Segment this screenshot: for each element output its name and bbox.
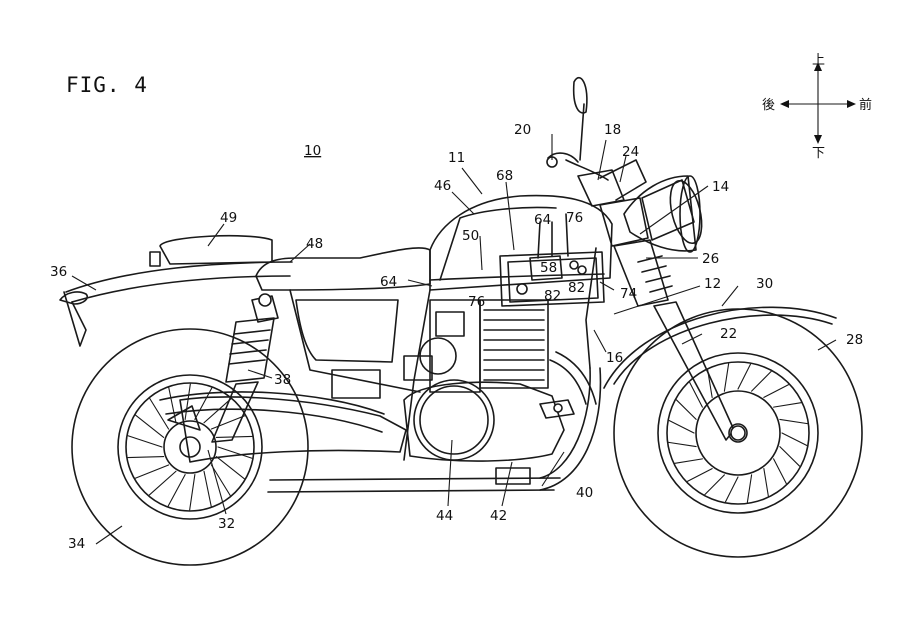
wheel-spoke bbox=[167, 474, 186, 507]
wheel-spoke bbox=[210, 464, 231, 497]
ref-numeral: 16 bbox=[606, 350, 623, 366]
wheel-spoke bbox=[746, 474, 753, 503]
wheel-spoke bbox=[751, 370, 772, 392]
wheel-spoke bbox=[184, 383, 191, 420]
orientation-compass: 上 下 後 前 bbox=[762, 53, 872, 161]
wheel-spoke bbox=[210, 415, 246, 430]
ref-numeral: 64 bbox=[534, 212, 551, 228]
wheel-spoke bbox=[148, 470, 177, 496]
wheel-spoke bbox=[686, 468, 713, 482]
wheel-spoke bbox=[127, 456, 165, 459]
electrical-box bbox=[499, 213, 605, 307]
ref-numeral: 28 bbox=[846, 332, 863, 348]
direction-front-label: 前 bbox=[859, 97, 872, 113]
main-reference-numeral: 10 bbox=[304, 143, 321, 159]
exhaust bbox=[159, 391, 385, 433]
wheel-spoke bbox=[217, 446, 253, 459]
rear-body bbox=[59, 234, 431, 347]
ref-numeral: 24 bbox=[622, 144, 639, 160]
ref-numeral: 36 bbox=[50, 264, 67, 280]
wheel-spoke bbox=[763, 384, 790, 398]
wheel-spoke bbox=[675, 399, 697, 420]
ref-numeral: 42 bbox=[490, 508, 507, 524]
ref-numeral: 50 bbox=[462, 228, 479, 244]
ref-numeral: 82 bbox=[568, 280, 585, 296]
fuel-tank bbox=[429, 194, 613, 291]
wheel-spoke bbox=[215, 456, 245, 480]
wheel-spoke bbox=[668, 419, 695, 434]
wheel-spoke bbox=[724, 476, 739, 503]
wheel-spoke bbox=[135, 414, 165, 438]
wheel-spoke bbox=[668, 441, 697, 448]
reference-numerals: 11 12 14 16 18 20 22 24 26 28 30 32 34 3… bbox=[50, 122, 863, 552]
wheel-spoke bbox=[779, 418, 808, 425]
wheel-spoke bbox=[127, 435, 163, 448]
wheel-spoke bbox=[704, 474, 725, 496]
direction-up-label: 上 bbox=[812, 53, 825, 68]
ref-numeral: 44 bbox=[436, 508, 453, 524]
ref-numeral: 34 bbox=[68, 536, 85, 552]
ref-numeral: 32 bbox=[218, 516, 235, 532]
wheel-spoke bbox=[781, 432, 808, 447]
ref-numeral: 76 bbox=[468, 294, 485, 310]
ref-numeral: 68 bbox=[496, 168, 513, 184]
wheel-spoke bbox=[189, 474, 196, 511]
wheel-spoke bbox=[773, 458, 787, 485]
wheel-spoke bbox=[723, 363, 730, 392]
ref-numeral: 14 bbox=[712, 179, 729, 195]
wheel-spoke bbox=[203, 398, 232, 424]
ref-numeral: 82 bbox=[544, 288, 561, 304]
wheel-spoke bbox=[203, 470, 212, 507]
wheel-spoke bbox=[737, 363, 752, 390]
rear-wheel bbox=[71, 328, 309, 566]
headlight bbox=[623, 175, 701, 253]
ref-numeral: 30 bbox=[756, 276, 773, 292]
ref-numeral: 46 bbox=[434, 178, 451, 194]
ref-numeral: 38 bbox=[274, 372, 291, 388]
ref-numeral: 76 bbox=[566, 210, 583, 226]
ref-numeral: 22 bbox=[720, 326, 737, 342]
wheel-spoke bbox=[763, 468, 769, 497]
ref-numeral: 49 bbox=[220, 210, 237, 226]
direction-rear-label: 後 bbox=[762, 98, 775, 113]
ref-numeral: 11 bbox=[448, 150, 465, 166]
wheel-spoke bbox=[779, 446, 801, 467]
ref-numeral: 26 bbox=[702, 251, 719, 267]
front-wheel bbox=[603, 306, 863, 558]
front-fork bbox=[546, 76, 746, 441]
wheel-spoke bbox=[149, 397, 170, 430]
direction-down-label: 下 bbox=[812, 146, 825, 161]
ref-numeral: 58 bbox=[540, 260, 557, 276]
ref-numeral: 48 bbox=[306, 236, 323, 252]
engine bbox=[403, 299, 597, 485]
ref-numeral: 18 bbox=[604, 122, 621, 138]
wheel-spoke bbox=[134, 464, 170, 479]
ref-numeral: 40 bbox=[576, 485, 593, 501]
wheel-spoke bbox=[689, 381, 703, 408]
wheel-spoke bbox=[773, 402, 802, 408]
ref-numeral: 74 bbox=[620, 286, 637, 302]
leader-lines bbox=[71, 134, 837, 545]
ref-numeral: 64 bbox=[380, 274, 397, 290]
wheel-spoke bbox=[674, 458, 703, 464]
figure-title: FIG. 4 bbox=[66, 73, 148, 97]
ref-numeral: 12 bbox=[704, 276, 721, 292]
ref-numeral: 20 bbox=[514, 122, 531, 138]
